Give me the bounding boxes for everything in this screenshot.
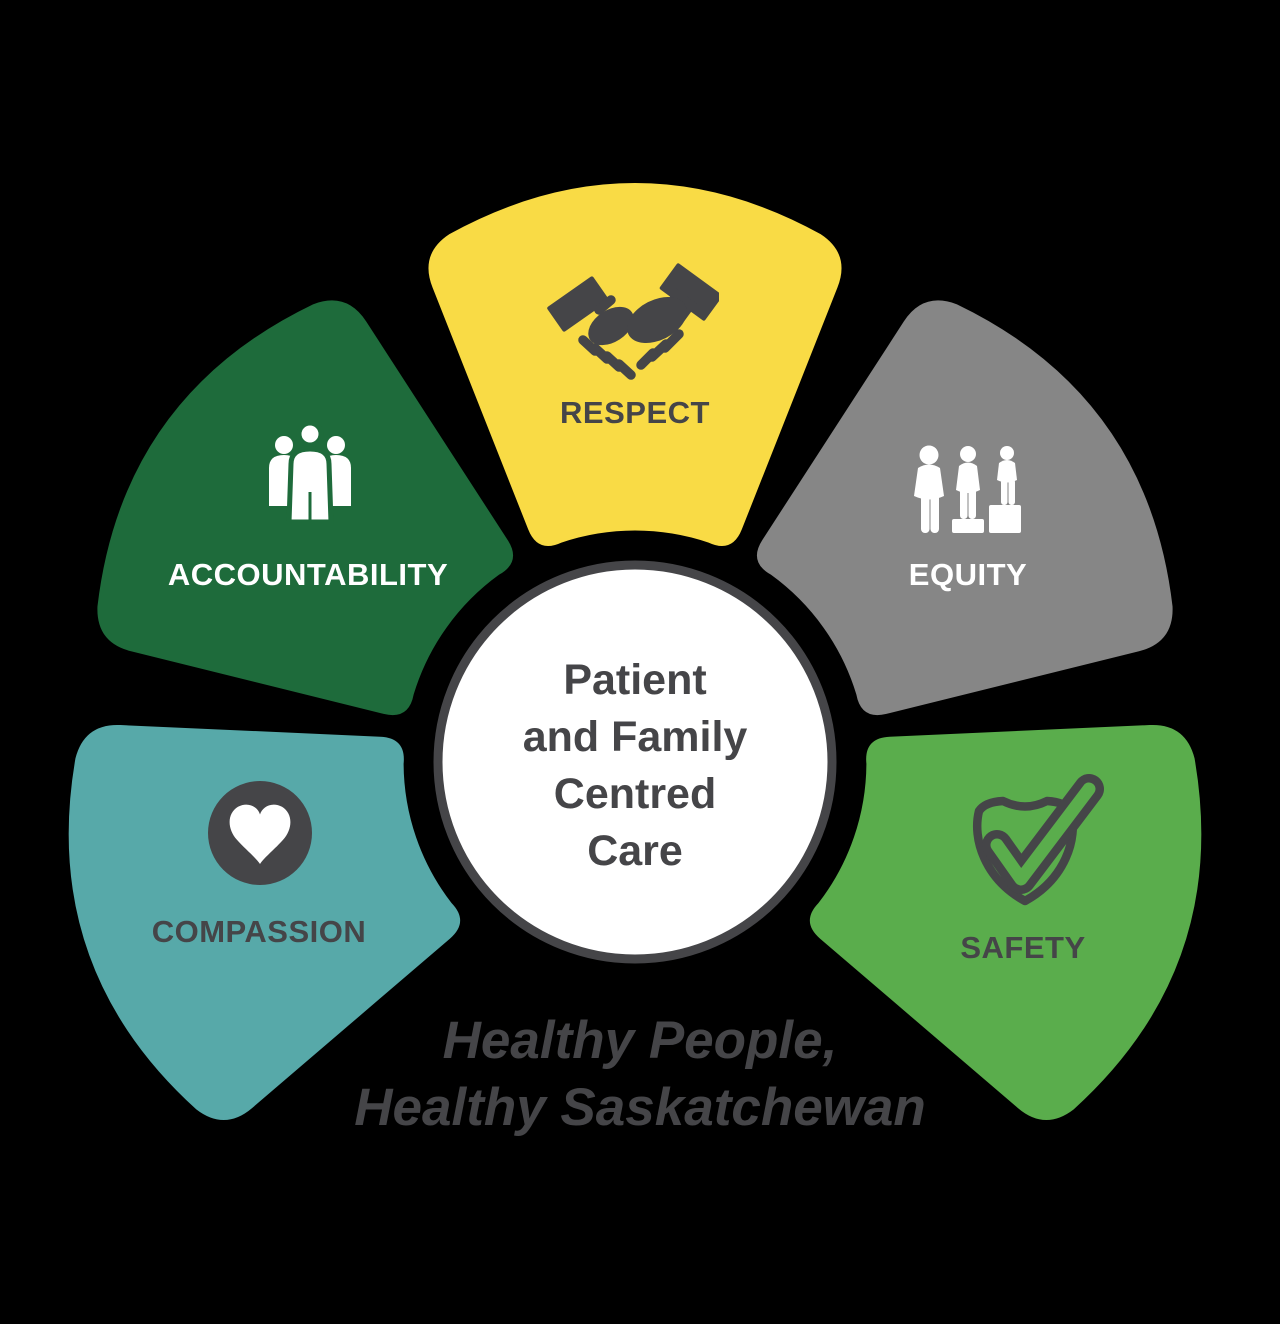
petal-respect: [428, 183, 842, 547]
petal-compassion: [68, 725, 461, 1120]
petal-safety: [809, 725, 1202, 1120]
tagline-line-1: Healthy People,: [442, 1011, 838, 1070]
label-respect: RESPECT: [560, 395, 710, 430]
center-title-line: Patient: [563, 656, 707, 704]
people-group-icon: [269, 420, 351, 525]
equity-figures-icon: [914, 445, 1021, 533]
center-hub-circle: [433, 560, 837, 964]
center-title-line: and Family: [522, 713, 748, 761]
shield-check-icon: [972, 774, 1104, 906]
label-safety: SAFETY: [960, 930, 1086, 965]
label-accountability: ACCOUNTABILITY: [167, 557, 449, 592]
tagline: Healthy People, Healthy Saskatchewan: [354, 1007, 925, 1141]
tagline-line-2: Healthy Saskatchewan: [354, 1078, 926, 1137]
center-title-line: Centred: [553, 770, 717, 818]
heart-circle-icon: [208, 781, 312, 885]
center-title-line: Care: [587, 827, 683, 875]
center-title: Patient and Family Centred Care: [523, 652, 748, 880]
label-compassion: COMPASSION: [151, 914, 367, 949]
label-equity: EQUITY: [908, 557, 1028, 592]
handshake-icon: [547, 263, 719, 380]
